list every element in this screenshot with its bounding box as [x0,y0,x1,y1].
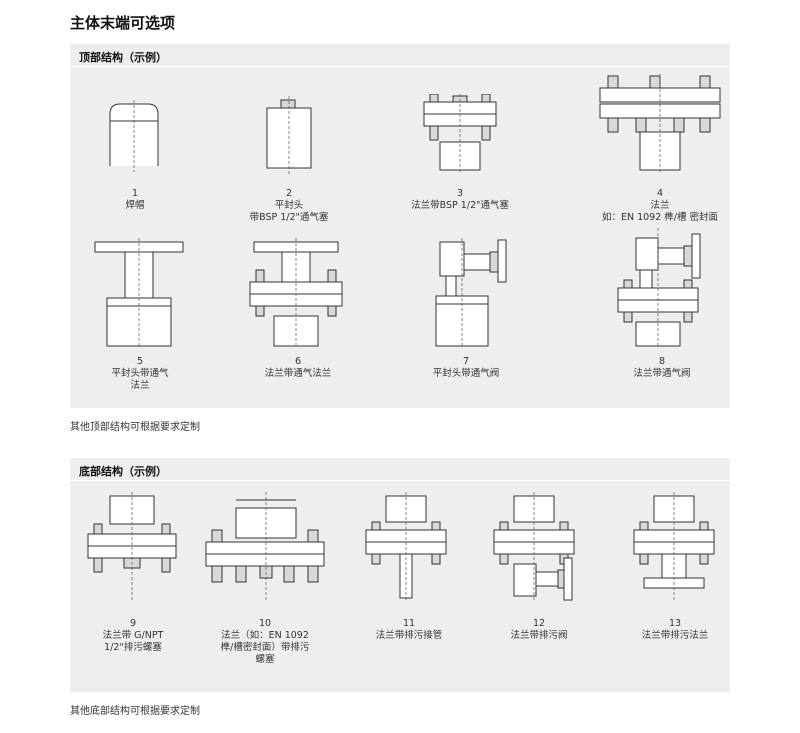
top-structures-panel: 顶部结构（示例） 1 焊帽 2 平封头 带BSP 1/2"通气塞 [70,44,730,408]
top-item-1: 1 焊帽 [85,94,185,254]
bottom-item-11: 11 法兰带排污接管 [354,492,464,692]
bottom-item-10: 10 法兰（如：EN 1092 榫/槽密封面）带排污 螺塞 [200,492,330,692]
flange-tongue-groove-drawing [599,74,721,174]
item-caption-line: 榫/槽密封面）带排污 [220,642,310,653]
item-caption-line: 法兰带排污法兰 [641,630,709,641]
top-item-4: 4 法兰 如：EN 1092 榫/槽 密封面 [590,74,730,254]
bottom-section-title: 底部结构（示例） [79,465,167,478]
flange-drain-valve-drawing [493,492,575,602]
top-section-title: 顶部结构（示例） [79,51,167,64]
item-number: 11 [402,618,416,629]
flange-drain-plug-drawing [87,492,177,602]
item-caption-line: 1/2"排污螺塞 [104,642,162,653]
top-item-3: 3 法兰带BSP 1/2"通气塞 [400,94,520,254]
item-number: 13 [668,618,682,629]
top-item-5: 5 平封头带通气 法兰 [85,238,195,408]
item-number: 5 [136,356,144,367]
item-caption-line: 法兰带排污阀 [510,630,568,641]
top-item-7: 7 平封头带通气阀 [406,238,526,408]
flat-head-vent-plug-drawing [266,96,312,174]
item-caption-line: 法兰带BSP 1/2"通气塞 [411,200,509,211]
bottom-item-9: 9 法兰带 G/NPT 1/2"排污螺塞 [78,492,188,692]
item-number: 1 [131,188,139,199]
item-caption-line: 平封头带通气 [111,368,169,379]
bottom-structures-panel: 底部结构（示例） 9 法兰带 G/NPT 1/2"排污螺塞 [70,458,730,692]
item-caption-line: 螺塞 [255,654,275,665]
item-number: 8 [658,356,666,367]
panel-divider [70,480,730,481]
item-caption-line: 焊帽 [125,200,145,211]
item-number: 2 [285,188,293,199]
weld-cap-drawing [109,100,159,172]
panel-divider [70,66,730,67]
item-caption-line: 法兰带通气法兰 [264,368,332,379]
flat-head-vent-valve-drawing [435,238,507,348]
item-caption-line: 法兰（如：EN 1092 [221,630,309,641]
item-number: 12 [532,618,546,629]
flange-tongue-groove-drain-plug-drawing [205,492,325,602]
item-caption-line: 法兰带排污接管 [375,630,443,641]
bottom-item-12: 12 法兰带排污阀 [484,492,594,692]
top-section-note: 其他顶部结构可根据要求定制 [70,422,200,433]
item-caption-line: 平封头 [274,200,304,211]
flange-drain-pipe-drawing [365,492,447,602]
item-number: 4 [656,188,664,199]
flange-vent-flange-drawing [249,238,343,348]
item-caption-line: 法兰 [130,380,150,391]
bottom-section-note: 其他底部结构可根据要求定制 [70,706,200,717]
item-caption-line: 法兰 [650,200,670,211]
item-number: 7 [462,356,470,367]
flange-drain-flange-drawing [633,492,715,602]
top-item-8: 8 法兰带通气阀 [602,228,722,408]
page-title: 主体末端可选项 [70,14,176,32]
top-item-2: 2 平封头 带BSP 1/2"通气塞 [234,94,344,254]
item-caption-line: 法兰带通气阀 [633,368,691,379]
flat-head-vent-flange-drawing [94,238,184,348]
flange-vent-valve-drawing [617,228,701,348]
item-number: 10 [258,618,272,629]
item-caption-line: 平封头带通气阀 [432,368,500,379]
item-caption-line: 如：EN 1092 榫/槽 密封面 [601,212,719,223]
item-number: 3 [456,188,464,199]
item-number: 6 [294,356,302,367]
item-caption-line: 法兰带 G/NPT [102,630,164,641]
flange-vent-plug-drawing [423,94,497,174]
item-caption-line: 带BSP 1/2"通气塞 [249,212,329,223]
bottom-item-13: 13 法兰带排污法兰 [620,492,730,692]
item-number: 9 [129,618,137,629]
top-item-6: 6 法兰带通气法兰 [238,238,358,408]
